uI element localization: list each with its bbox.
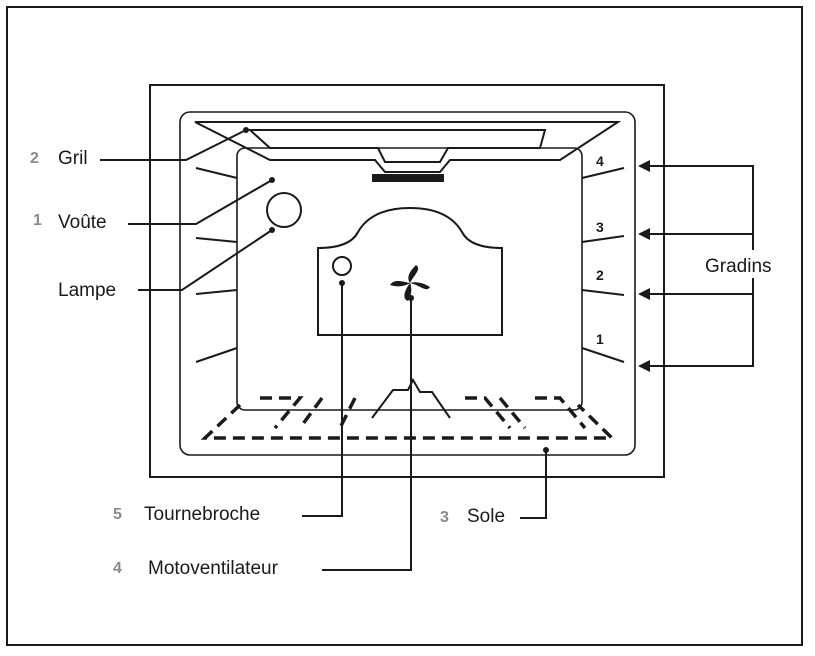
gril-dot [243, 127, 249, 133]
voute-number: 1 [33, 212, 42, 229]
rack-level-2: 2 [596, 267, 604, 283]
tournebroche-label: Tournebroche [144, 504, 260, 525]
tournebroche-leader [302, 283, 343, 517]
sole-dot [543, 447, 549, 453]
voute-leader [128, 179, 273, 225]
grill-connector [372, 174, 444, 182]
rotisserie-socket [332, 256, 352, 276]
voute-dot [269, 177, 275, 183]
lampe-dot [269, 227, 275, 233]
right-rail-4 [581, 167, 625, 179]
oven-outer-body [149, 84, 665, 478]
left-rail-2 [195, 237, 238, 243]
motoventilateur-leader [322, 298, 412, 571]
sole-number: 3 [440, 509, 449, 526]
lampe-leader [138, 229, 273, 291]
grill-element-inner [247, 129, 547, 163]
bottom-element [260, 396, 587, 430]
gril-label: Gril [58, 148, 88, 169]
motoventilateur-number: 4 [113, 560, 122, 577]
right-rail-2 [581, 289, 625, 296]
diagram-frame [6, 6, 803, 646]
gradins-bracket [648, 165, 754, 367]
tournebroche-dot [339, 280, 345, 286]
rack-level-3: 3 [596, 219, 604, 235]
motoventilateur-label: Motoventilateur [148, 558, 279, 579]
gradins-arrows [638, 160, 650, 372]
sole-leader [520, 450, 547, 519]
left-rail-4 [195, 347, 238, 363]
tournebroche-number: 5 [113, 506, 122, 523]
lamp [266, 192, 302, 228]
grill-element [194, 121, 622, 173]
fan-cover-panel [317, 206, 503, 336]
gril-leader [100, 129, 247, 161]
motoventilateur-dot [408, 295, 414, 301]
gradins-label: Gradins [705, 256, 772, 277]
bottom-element-outer [200, 403, 617, 440]
lampe-label: Lampe [58, 280, 116, 301]
voute-label: Voûte [58, 212, 107, 233]
oven-back-wall [236, 147, 583, 411]
left-rail-3 [195, 289, 238, 295]
oven-cavity [179, 111, 636, 456]
left-rail-1 [195, 167, 238, 179]
sole-label: Sole [467, 506, 505, 527]
gril-number: 2 [30, 150, 39, 167]
rack-level-4: 4 [596, 153, 604, 169]
right-rail-1 [581, 347, 625, 363]
rack-level-1: 1 [596, 331, 604, 347]
right-rail-3 [581, 235, 625, 243]
rotisserie-support [371, 377, 451, 419]
